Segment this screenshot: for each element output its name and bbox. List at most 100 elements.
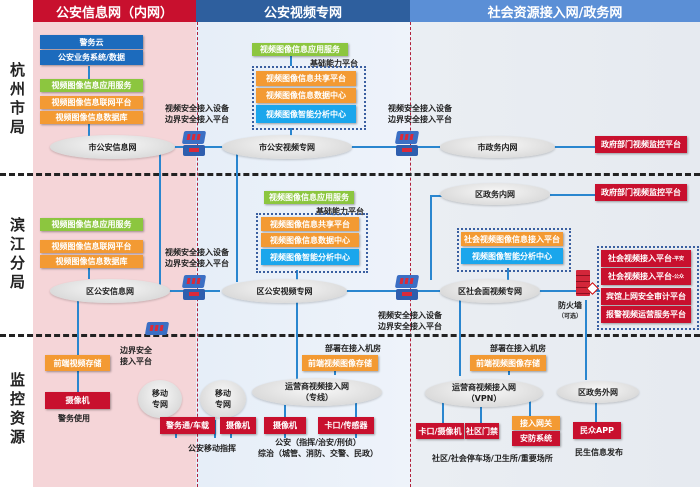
city-intranet-app-service-box: 视频图像信息应用服务 — [40, 79, 143, 92]
district-gov-video-platform-box: 政府部门视频监控平台 — [595, 184, 687, 201]
row-separator-1 — [0, 173, 700, 176]
district-video-app-service-box: 视频图像信息应用服务 — [264, 191, 354, 204]
police-biz-system-box: 公安业务系统/数据 — [40, 50, 143, 65]
link-line — [530, 290, 600, 292]
link-line — [296, 298, 298, 398]
security-gateway-icon — [181, 131, 207, 157]
link-line — [236, 154, 238, 282]
header-social-net: 社会资源接入网/政务网 — [410, 0, 700, 22]
link-line — [459, 298, 461, 376]
police-terminal-box: 警务通/车载 — [160, 417, 215, 434]
city-gateway2-label: 视频安全接入设备边界安全接入平台 — [388, 104, 452, 124]
front-image-storage-box: 前端视频图像存储 — [302, 355, 378, 371]
city-base-platform-label: 基础能力平台 — [310, 59, 358, 68]
city-video-net-cloud: 市公安视频专网 — [222, 135, 352, 159]
link-line — [442, 400, 444, 438]
header-intranet: 公安信息网（内网） — [33, 0, 196, 22]
city-base-platform-frame — [252, 66, 366, 130]
security-system-box: 安防系统 — [512, 431, 560, 446]
link-line — [290, 128, 292, 138]
district-share-platform-box: 视频图像信息共享平台 — [261, 217, 359, 231]
front-storage-box: 前端视频存储 — [45, 355, 110, 371]
district-gov-external-cloud: 区政务外网 — [557, 381, 639, 403]
link-line — [290, 56, 292, 66]
city-video-app-service-box: 视频图像信息应用服务 — [252, 43, 348, 56]
row-separator-2 — [0, 334, 700, 337]
camera-box: 摄像机 — [45, 392, 110, 409]
link-line — [480, 400, 482, 438]
security-gateway-icon — [181, 275, 207, 301]
district-video-net-cloud: 区公安视频专网 — [222, 279, 347, 303]
police-desc-label: 公安（指挥/治安/刑侦）综治（城管、消防、交警、民政） — [258, 438, 378, 458]
city-intranet-network-platform-box: 视频图像信息联网平台 — [40, 96, 143, 109]
city-analysis-center-box: 视频图像智能分析中心 — [256, 105, 356, 123]
city-gov-video-platform-box: 政府部门视频监控平台 — [595, 136, 687, 153]
security-gateway-icon — [394, 131, 420, 157]
social-platform-box: 宾馆上网安全审计平台 — [601, 288, 691, 305]
link-line — [340, 146, 440, 148]
police-cloud-box: 警务云 — [40, 35, 143, 49]
firewall-icon — [576, 270, 599, 298]
column-divider-1 — [197, 22, 198, 487]
community-desc-label: 社区/社会停车场/卫生所/重要场所 — [432, 454, 553, 463]
city-gateway1-label: 视频安全接入设备边界安全接入平台 — [165, 104, 229, 124]
city-share-platform-box: 视频图像信息共享平台 — [256, 71, 356, 86]
city-data-center-box: 视频图像信息数据中心 — [256, 88, 356, 103]
camera-box: 摄像机 — [220, 417, 256, 434]
district-social-video-net-cloud: 区社会面视频专网 — [440, 279, 540, 303]
camera-box: 摄像机 — [264, 417, 306, 434]
district-gateway1-label: 视频安全接入设备边界安全接入平台 — [165, 248, 229, 268]
deploy-label-2: 部署在接入机房 — [490, 344, 546, 353]
district-police-intranet-cloud: 区公安信息网 — [50, 279, 170, 303]
district-intranet-app-service-box: 视频图像信息应用服务 — [40, 218, 143, 231]
front-image-storage-box: 前端视频图像存储 — [470, 355, 546, 371]
social-platform-box: 社会视频接入平台-公众 — [601, 268, 691, 285]
carrier-access-net-cloud-1: 运营商视频接入网（专线） — [252, 378, 382, 406]
row-label-binjiang: 滨江分局 — [8, 217, 26, 293]
firewall-label: 防火墙（可选） — [558, 301, 583, 320]
district-intranet-network-platform-box: 视频图像信息联网平台 — [40, 240, 143, 253]
city-police-intranet-cloud: 市公安信息网 — [50, 135, 175, 159]
mobile-net-cloud-2: 移动专网 — [200, 380, 246, 418]
social-platform-frame — [457, 228, 571, 272]
row-label-monitor: 监控资源 — [8, 372, 26, 448]
link-line — [77, 300, 79, 355]
header-video-net: 公安视频专网 — [196, 0, 410, 22]
link-line — [159, 154, 161, 289]
district-data-center-box: 视频图像信息数据中心 — [261, 233, 359, 247]
column-divider-2 — [410, 22, 411, 487]
social-platform-box: 报警视频运营服务平台 — [601, 306, 691, 323]
district-base-platform-label: 基础能力平台 — [316, 207, 364, 216]
link-line — [585, 300, 587, 380]
security-gateway-icon — [394, 275, 420, 301]
link-line — [88, 66, 90, 80]
carrier-access-net-cloud-2: 运营商视频接入网（VPN） — [425, 379, 543, 407]
link-line — [595, 400, 597, 422]
district-analysis-center-box: 视频图像智能分析中心 — [261, 249, 359, 265]
district-gov-intranet-cloud: 区政务内网 — [440, 183, 550, 205]
link-line — [340, 290, 440, 292]
social-platform-box: 社会视频接入平台-平安 — [601, 250, 691, 267]
link-line — [529, 395, 531, 417]
link-line — [77, 370, 79, 392]
district-gateway2-label: 视频安全接入设备边界安全接入平台 — [378, 311, 442, 331]
access-gateway-box: 接入网关 — [512, 416, 560, 430]
district-base-platform-frame — [256, 213, 368, 273]
link-line — [88, 265, 90, 279]
deploy-label-1: 部署在接入机房 — [325, 344, 381, 353]
link-line — [88, 124, 90, 138]
mobile-command-label: 公安移动指挥 — [188, 444, 236, 453]
city-gov-intranet-cloud: 市政务内网 — [440, 136, 555, 158]
police-use-label: 警务使用 — [58, 414, 90, 423]
link-line — [550, 194, 595, 196]
link-line — [507, 268, 509, 282]
checkpoint-sensor-box: 卡口/传感器 — [318, 417, 374, 434]
community-gate-box: 社区门禁 — [465, 423, 499, 439]
public-app-box: 民众APP — [573, 422, 621, 439]
mobile-net-cloud-1: 移动专网 — [138, 380, 182, 418]
public-info-label: 民生信息发布 — [575, 448, 623, 457]
link-line — [550, 146, 595, 148]
link-line — [430, 195, 432, 280]
social-analysis-center-box: 视频图像智能分析中心 — [461, 248, 563, 264]
city-intranet-database-box: 视频图像信息数据库 — [40, 111, 143, 124]
